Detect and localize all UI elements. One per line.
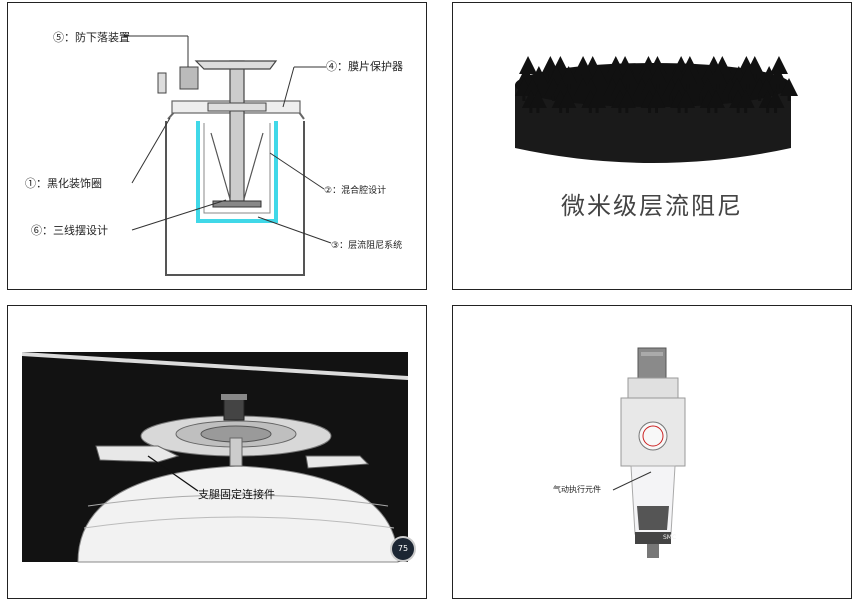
cross-section-diagram xyxy=(124,35,332,276)
label-pendulum: ⑥：三线摆设计 xyxy=(31,224,108,237)
flow-arrows xyxy=(514,56,798,113)
label-black-ring: ①：黑化装饰圈 xyxy=(25,177,102,190)
leg-connector-label: 支腿固定连接件 xyxy=(198,488,275,501)
laminar-damping-panel: 微米级层流阻尼 xyxy=(452,2,852,290)
pneumatic-actuator-panel: 气动执行元件 SMC xyxy=(452,305,852,599)
label-mixing: ②：混合腔设计 xyxy=(324,186,387,196)
actuator-label: 气动执行元件 xyxy=(553,485,601,494)
smc-brand: SMC xyxy=(663,534,677,541)
page-badge: 75 xyxy=(390,536,416,562)
label-membrane: ④：膜片保护器 xyxy=(326,60,403,73)
laminar-damping-title: 微米级层流阻尼 xyxy=(561,192,743,220)
leg-connector-panel: 支腿固定连接件 75 xyxy=(7,305,427,599)
cross-section-panel: ⑤：防下落装置 ④：膜片保护器 ①：黑化装饰圈 ②：混合腔设计 ⑥：三线摆设计 … xyxy=(7,2,427,290)
laminar-damping-illustration xyxy=(514,56,798,163)
pneumatic-filter-regulator xyxy=(612,347,686,558)
label-anti-drop: ⑤：防下落装置 xyxy=(53,31,130,44)
leg-connector-render xyxy=(22,352,408,563)
label-laminar: ③：层流阻尼系统 xyxy=(331,241,403,251)
